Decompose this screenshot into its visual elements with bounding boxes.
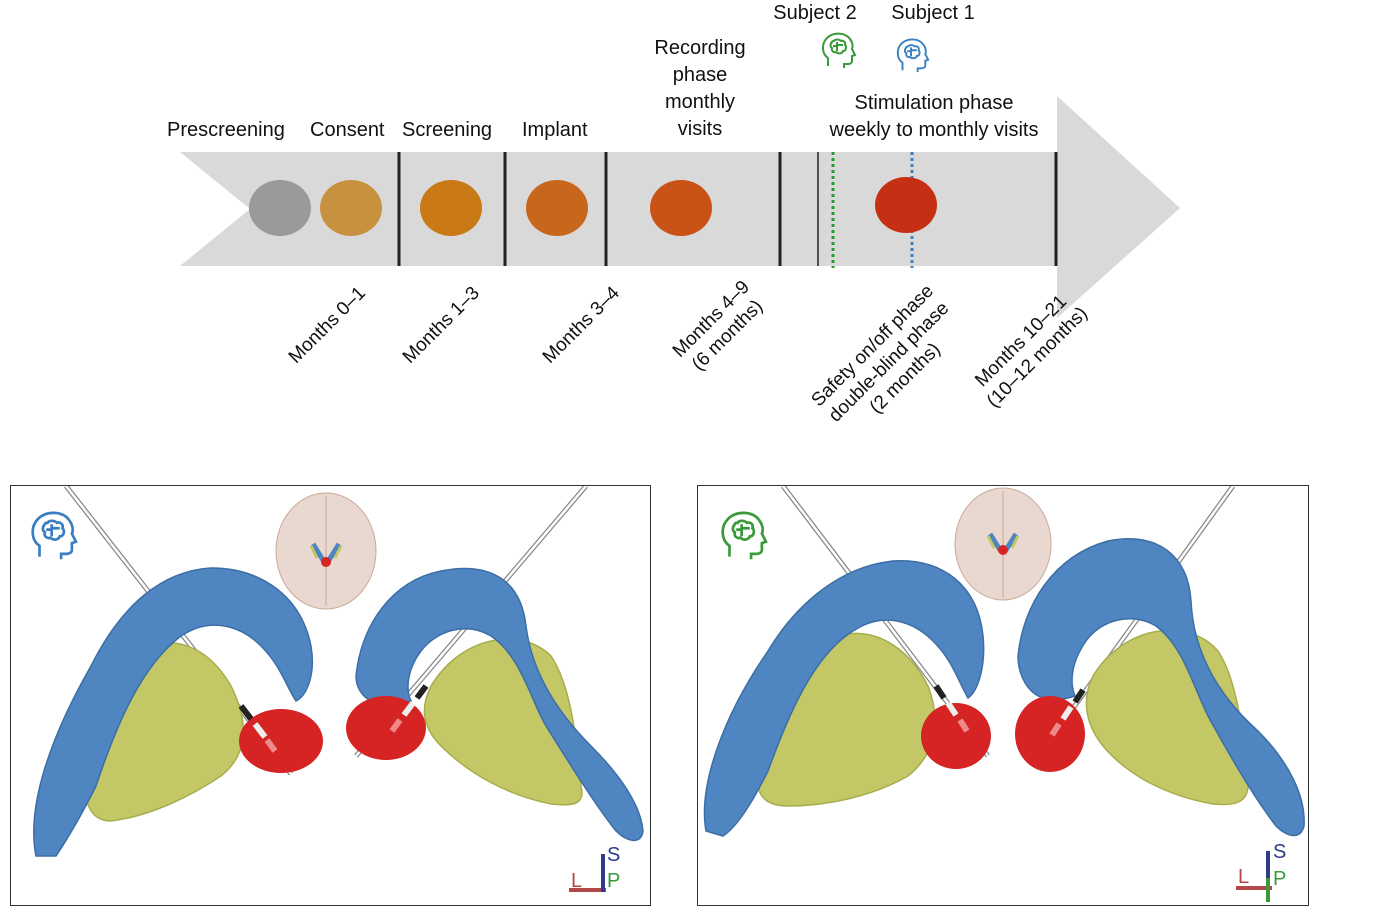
subject-1-label: Subject 1 — [891, 2, 975, 24]
subject-1-anatomy-panel: S P L — [10, 485, 651, 906]
axis-label-left: L — [571, 870, 583, 892]
timeline-graphic — [180, 96, 1180, 318]
electrode-contacts-left — [933, 684, 970, 733]
right-red-structure — [1015, 696, 1085, 772]
left-blue-structure — [703, 560, 985, 837]
stage-label-recording: Recording phase monthly visits — [654, 37, 746, 140]
axis-label-superior: S — [607, 844, 621, 866]
axis-label-left: L — [1238, 866, 1250, 888]
stage-dot-recording — [650, 180, 712, 236]
stage-label-implant: Implant — [522, 119, 588, 141]
right-blue-structure — [1017, 538, 1305, 837]
axis-label-posterior: P — [607, 870, 621, 892]
axis-label-superior: S — [1273, 841, 1287, 863]
subject-2-label: Subject 2 — [773, 2, 857, 24]
subject-1-brain-head-icon — [896, 38, 930, 73]
axis-label-posterior: P — [1273, 868, 1287, 890]
stage-dot-screening — [420, 180, 482, 236]
left-red-structure — [239, 709, 323, 773]
subject-2-anatomy-panel: S P L — [697, 485, 1309, 906]
stage-label-screening: Screening — [402, 119, 493, 141]
stage-label-stimulation: Stimulation phase weekly to monthly visi… — [829, 92, 1039, 141]
brain-overview-thumbnail — [954, 487, 1052, 601]
stage-dot-stimulation — [875, 177, 937, 233]
brain-overview-thumbnail — [275, 492, 377, 610]
brain-head-icon — [721, 511, 768, 560]
electrode-contacts-right — [1049, 688, 1086, 737]
timeline: Prescreening Consent Screening Implant R… — [167, 2, 1180, 426]
stage-label-consent: Consent — [310, 119, 385, 141]
subject-2-anatomy-render — [703, 486, 1305, 902]
subject-2-brain-head-icon — [822, 32, 857, 68]
orientation-axes — [1236, 851, 1272, 902]
stage-dot-prescreening — [249, 180, 311, 236]
right-blue-structure — [355, 567, 644, 842]
brain-head-icon — [31, 511, 78, 560]
electrode-contacts-right — [389, 684, 429, 733]
stage-dot-implant — [526, 180, 588, 236]
left-blue-structure — [33, 567, 313, 857]
subject-1-anatomy-render — [31, 486, 644, 892]
stage-dot-consent — [320, 180, 382, 236]
left-red-structure — [921, 703, 991, 769]
stage-label-prescreening: Prescreening — [167, 119, 285, 141]
orientation-axes — [569, 854, 606, 892]
electrode-contacts-left — [238, 704, 278, 753]
